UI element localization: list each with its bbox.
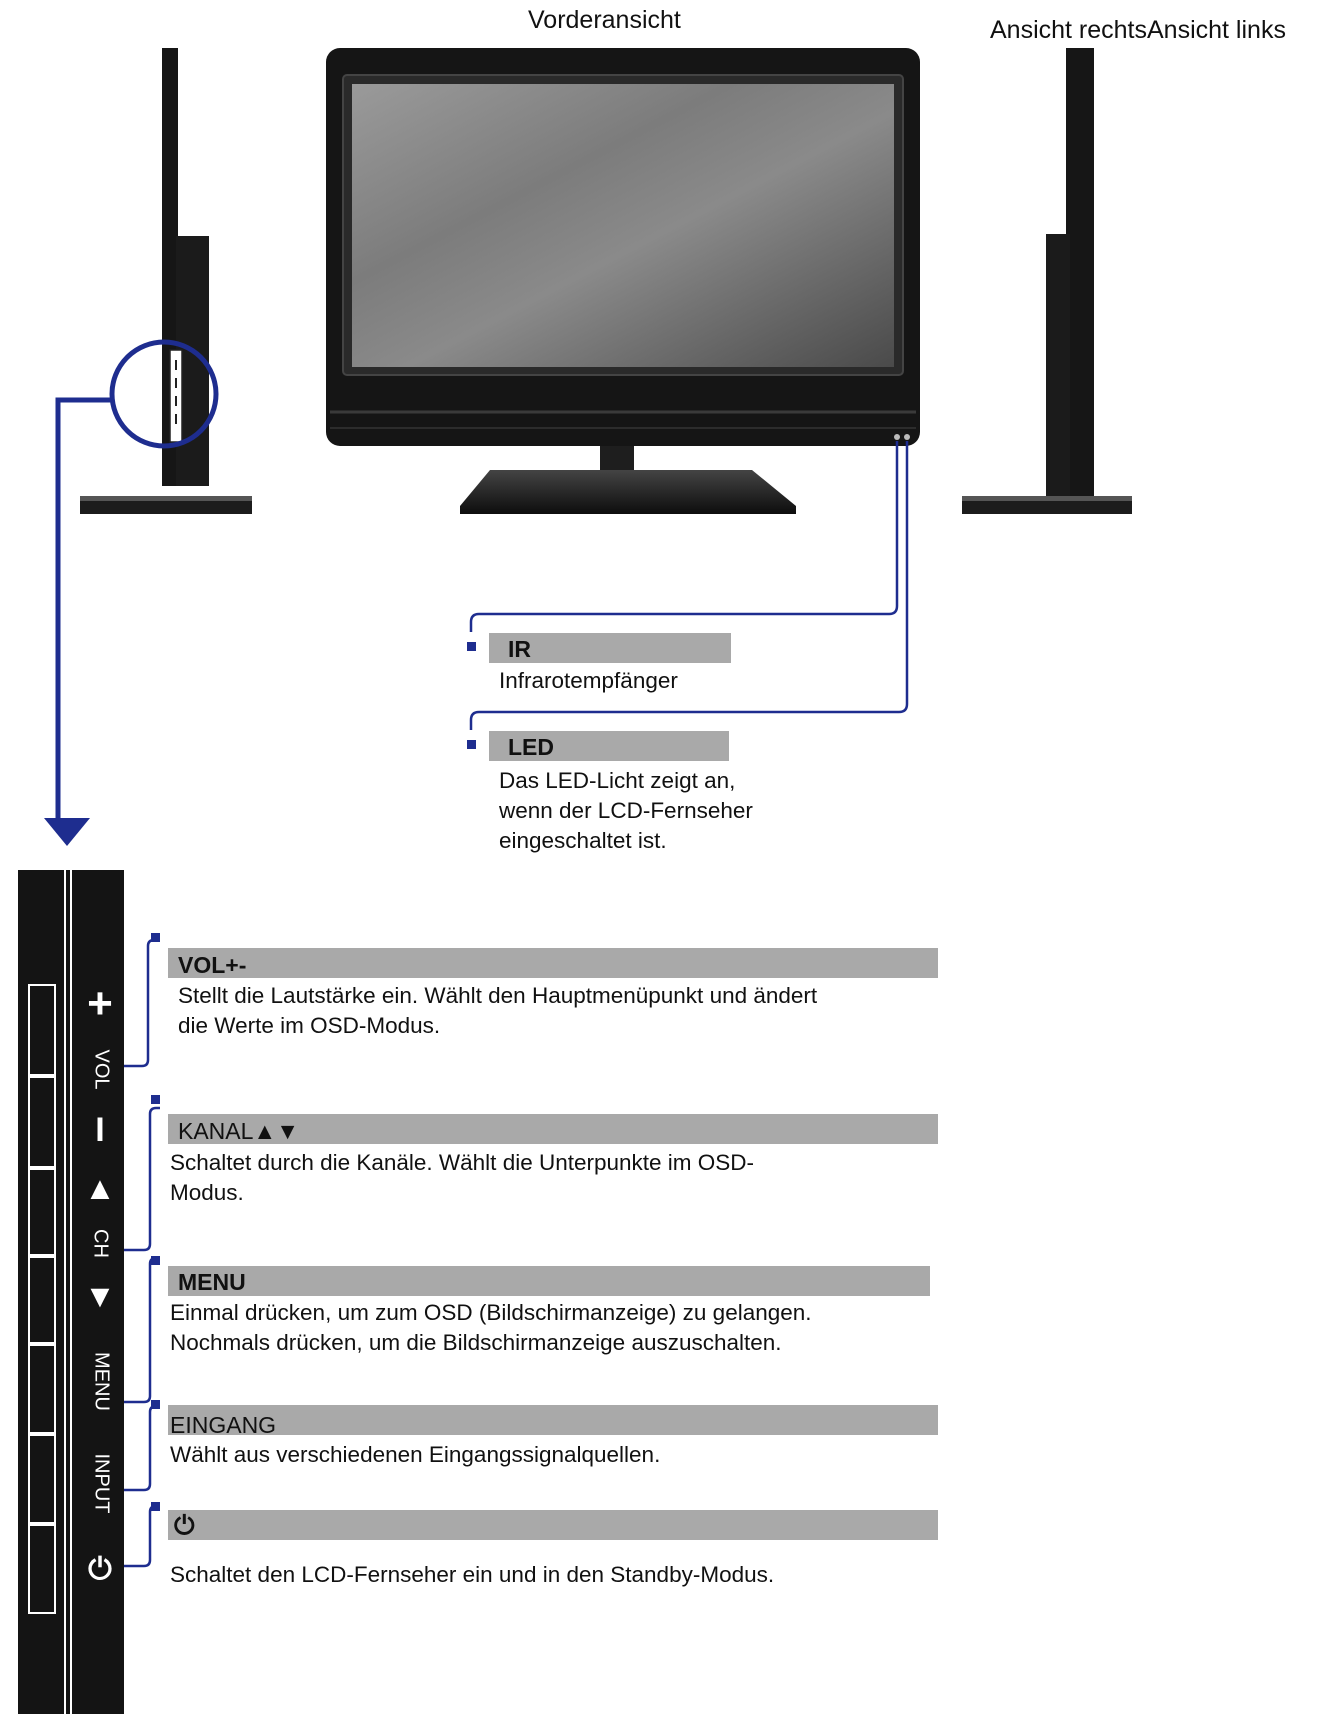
kanal-description: Schaltet durch die Kanäle. Wählt die Unt… [170,1150,755,1205]
led-title-bar [489,731,729,761]
power-panel-icon: ⏻ [88,1553,112,1586]
ch-label: CH [89,1229,112,1258]
vol-label: VOL [90,1049,113,1090]
tv-ir-sensor [894,434,900,440]
minus-icon: I [95,1111,105,1149]
input-label: INPUT [90,1453,113,1514]
kanal-connector [124,1106,160,1252]
menu-title: MENU [178,1269,246,1295]
triangle-down-icon: ▼ [84,1278,116,1314]
menu-label: MENU [90,1352,113,1411]
zoom-arrowhead [44,818,90,846]
vol-description: Stellt die Lautstärke ein. Wählt den Hau… [178,983,818,1038]
right-side-view-tv [962,48,1132,514]
panel-button-input[interactable] [28,1434,56,1524]
ir-connector [469,441,899,632]
power-description: Schaltet den LCD-Fernseher ein und in de… [170,1562,775,1587]
ir-description: Infrarotempfänger [499,668,678,693]
menu-description: Einmal drücken, um zum OSD (Bildschirman… [170,1300,812,1355]
led-connector [469,441,909,730]
eingang-title: EINGANG [170,1412,277,1438]
ir-marker [467,642,476,651]
panel-button-menu[interactable] [28,1344,56,1434]
vol-marker [151,933,160,942]
eingang-title-bar [168,1405,938,1435]
kanal-title-bar [168,1114,938,1144]
kanal-marker [151,1095,160,1104]
tv-led [904,434,910,440]
front-view-label: Vorderansicht [528,6,681,34]
eingang-description: Wählt aus verschiedenen Eingangssignalqu… [170,1442,661,1467]
panel-button-power[interactable] [28,1524,56,1614]
eingang-marker [151,1400,160,1409]
plus-icon: + [87,979,113,1028]
panel-button-ch-down[interactable] [28,1256,56,1344]
vol-connector [124,938,160,1068]
panel-button-vol-plus[interactable] [28,984,56,1076]
panel-button-vol-minus[interactable] [28,1076,56,1168]
power-icon: ⏻ [174,1510,195,1540]
ir-title: IR [508,636,531,662]
side-view-label: Ansicht rechtsAnsicht links [990,16,1286,44]
zoom-arrow-line [55,397,112,820]
tv-stand-base [460,470,796,514]
led-title: LED [508,734,554,760]
ir-title-bar [489,633,731,663]
vol-title: VOL+- [178,952,247,978]
panel-button-ch-up[interactable] [28,1168,56,1256]
eingang-connector [124,1404,160,1492]
menu-marker [151,1256,160,1265]
led-description: Das LED-Licht zeigt an, wenn der LCD-Fer… [499,768,753,853]
power-connector [124,1504,160,1568]
vol-title-bar [168,948,938,978]
tv-screen [352,84,894,367]
front-view-tv [326,48,920,514]
menu-connector [124,1256,160,1404]
power-title-bar [168,1510,938,1540]
kanal-title: KANAL▲▼ [178,1118,299,1144]
power-marker [151,1502,160,1511]
led-marker [467,740,476,749]
triangle-up-icon: ▲ [84,1170,116,1206]
menu-title-bar [168,1266,930,1296]
zoom-circle [109,339,219,449]
